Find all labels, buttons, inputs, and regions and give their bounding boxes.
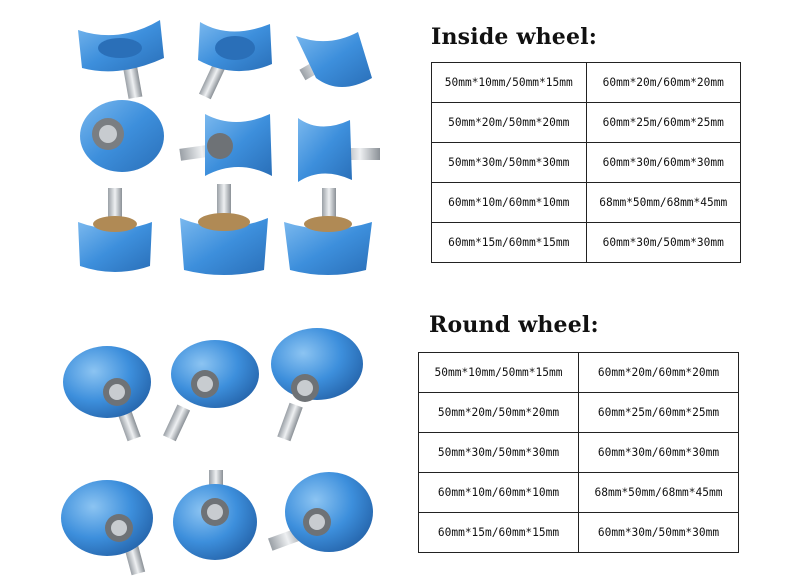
inside-wheel-photo-icon [78,20,380,275]
inside-wheel-2 [198,22,272,100]
size-cell: 60mm*20m/60mm*20mm [585,62,741,103]
size-cell: 60mm*20m/60mm*20mm [578,352,739,393]
round-wheel-3 [271,328,363,442]
round-wheel-5 [173,470,257,560]
size-cell: 60mm*10m/60mm*10mm [431,182,587,223]
size-cell: 50mm*10mm/50mm*15mm [418,352,579,393]
table-row: 50mm*10mm/50mm*15mm 60mm*20m/60mm*20mm [418,352,739,393]
size-cell: 50mm*20m/50mm*20mm [431,102,587,143]
round-wheel-4 [61,480,153,576]
round-wheel-photo-icon [61,328,373,576]
size-cell: 50mm*30m/50mm*30mm [418,432,579,473]
size-cell: 60mm*15m/60mm*15mm [431,222,587,263]
size-cell: 60mm*30m/50mm*30mm [585,222,741,263]
round-wheel-6 [268,472,373,552]
table-row: 50mm*10mm/50mm*15mm 60mm*20m/60mm*20mm [431,62,741,103]
inside-wheel-3 [296,32,372,87]
inside-wheel-8 [180,184,268,275]
size-cell: 68mm*50mm/68mm*45mm [578,472,739,513]
table-row: 60mm*10m/60mm*10mm 68mm*50mm/68mm*45mm [418,472,739,513]
size-cell: 50mm*30m/50mm*30mm [431,142,587,183]
table-row: 50mm*30m/50mm*30mm 60mm*30m/60mm*30mm [431,142,741,183]
table-row: 60mm*10m/60mm*10mm 68mm*50mm/68mm*45mm [431,182,741,223]
size-cell: 60mm*30m/60mm*30mm [585,142,741,183]
size-cell: 68mm*50mm/68mm*45mm [585,182,741,223]
inside-wheel-photo [60,8,400,290]
inside-wheel-size-table: 50mm*10mm/50mm*15mm 60mm*20m/60mm*20mm 5… [431,62,741,263]
round-wheel-size-table: 50mm*10mm/50mm*15mm 60mm*20m/60mm*20mm 5… [418,352,739,553]
table-row: 60mm*15m/60mm*15mm 60mm*30m/50mm*30mm [418,512,739,553]
size-cell: 50mm*10mm/50mm*15mm [431,62,587,103]
inside-wheel-5 [179,114,272,176]
table-row: 50mm*30m/50mm*30mm 60mm*30m/60mm*30mm [418,432,739,473]
size-cell: 60mm*30m/60mm*30mm [578,432,739,473]
size-cell: 60mm*25m/60mm*25mm [585,102,741,143]
inside-wheel-4 [80,100,164,172]
round-wheel-1 [63,346,151,442]
round-wheel-2 [163,340,259,442]
size-cell: 60mm*10m/60mm*10mm [418,472,579,513]
size-cell: 50mm*20m/50mm*20mm [418,392,579,433]
round-wheel-photo [55,322,400,577]
inside-wheel-heading: Inside wheel: [431,24,598,50]
table-row: 50mm*20m/50mm*20mm 60mm*25m/60mm*25mm [431,102,741,143]
inside-wheel-7 [78,188,152,272]
size-cell: 60mm*15m/60mm*15mm [418,512,579,553]
inside-wheel-9 [284,188,372,275]
size-cell: 60mm*30m/50mm*30mm [578,512,739,553]
size-cell: 60mm*25m/60mm*25mm [578,392,739,433]
round-wheel-heading: Round wheel: [429,312,599,338]
inside-wheel-6 [298,118,380,182]
inside-wheel-1 [78,20,164,99]
table-row: 60mm*15m/60mm*15mm 60mm*30m/50mm*30mm [431,222,741,263]
table-row: 50mm*20m/50mm*20mm 60mm*25m/60mm*25mm [418,392,739,433]
